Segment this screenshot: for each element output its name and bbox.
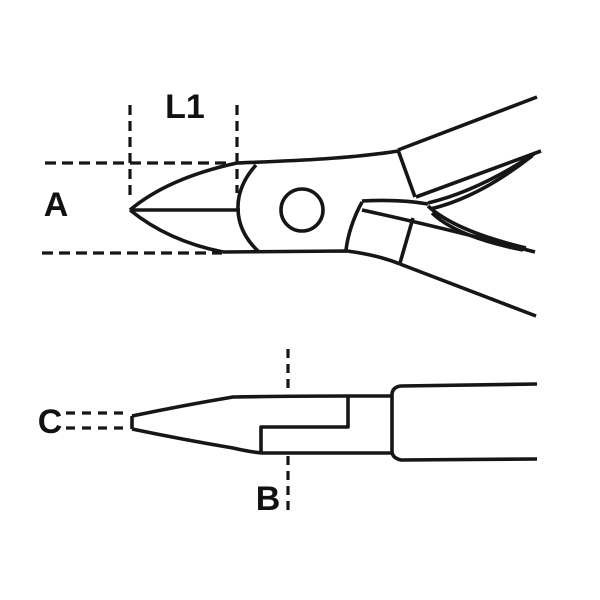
dimension-labels: L1 A C B — [38, 88, 281, 518]
side-head-top-edge — [236, 149, 399, 165]
top-nose-top-edge — [131, 394, 392, 418]
side-head-bottom-edge — [222, 249, 401, 266]
side-lower-grip-boundary — [398, 217, 415, 264]
side-spring-upper-leaf-outer — [427, 152, 535, 205]
side-spring-lower-leaf-outer — [426, 204, 527, 250]
side-view-dimension-lines — [42, 105, 239, 255]
side-view — [128, 95, 542, 318]
label-l1: L1 — [165, 88, 205, 126]
top-handle-grip-outline — [390, 382, 538, 462]
label-c: C — [38, 403, 63, 441]
side-pivot-boss-right-arc — [344, 201, 364, 251]
side-pivot-hole — [279, 187, 325, 233]
side-upper-handle-top-edge — [397, 95, 538, 152]
side-spring-upper-leaf-inner — [429, 154, 534, 211]
top-view-dimension-lines — [66, 349, 290, 512]
top-lap-joint-step — [259, 396, 350, 453]
label-a: A — [44, 186, 69, 224]
top-view — [130, 382, 538, 462]
side-upper-handle-bottom-edge — [415, 149, 542, 199]
side-jaw-lower-edge — [128, 208, 224, 254]
side-spring-lower-leaf-inner — [430, 211, 524, 252]
side-jaw-upper-edge — [128, 161, 238, 212]
line-art — [42, 95, 542, 512]
side-upper-grip-boundary — [396, 149, 417, 198]
label-b: B — [256, 480, 281, 518]
side-pivot-boss-left-arc — [236, 163, 260, 253]
side-upper-shank-bottom-edge — [361, 198, 429, 206]
side-lower-handle-bottom-edge — [399, 262, 537, 318]
top-nose-bottom-edge — [131, 427, 392, 455]
